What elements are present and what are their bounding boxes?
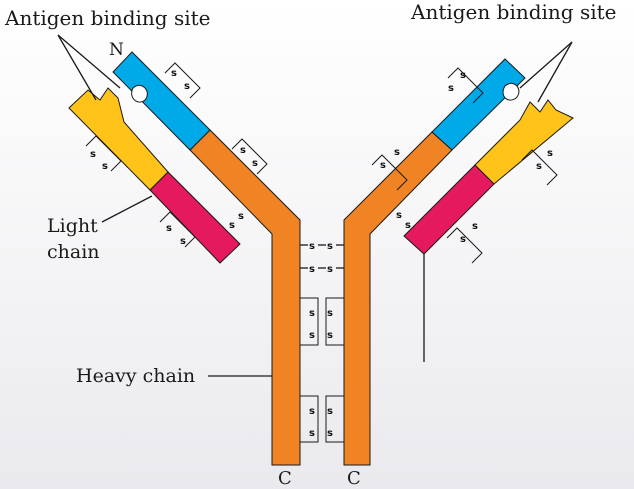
ss-right-heavy-constant-upper: s s: [371, 147, 408, 191]
svg-text:s: s: [327, 241, 333, 252]
svg-text:s: s: [252, 158, 258, 169]
ss-left-light-constant: s s: [159, 211, 196, 248]
ss-heavy-right-ch3: s s: [325, 395, 344, 443]
ss-left-interchain: s s: [229, 211, 244, 231]
svg-text:s: s: [238, 211, 244, 222]
label-antigen-binding-site-right: Antigen binding site: [410, 0, 617, 24]
right-arm: [343, 58, 574, 466]
svg-text:s: s: [394, 147, 400, 158]
label-heavy-chain: Heavy chain: [76, 365, 195, 387]
label-n-terminus: N: [109, 40, 124, 60]
svg-text:s: s: [240, 145, 246, 156]
svg-text:s: s: [184, 81, 190, 92]
ss-heavy-left-ch3: s s: [300, 395, 319, 443]
label-c-terminus-left: C: [278, 468, 292, 489]
svg-text:s: s: [405, 220, 411, 231]
left-heavy-constant: [189, 129, 301, 466]
svg-text:s: s: [327, 428, 333, 439]
svg-text:s: s: [309, 330, 315, 341]
svg-text:s: s: [460, 70, 466, 81]
ss-heavy-right-ch2: s s: [325, 297, 344, 346]
ss-right-light-constant: s s: [446, 221, 483, 264]
ss-left-heavy-constant-upper: s s: [231, 138, 268, 175]
right-heavy-constant: [343, 131, 453, 466]
svg-text:s: s: [102, 161, 108, 172]
svg-text:s: s: [448, 83, 454, 94]
right-binding-notch-heavy: [502, 82, 520, 101]
svg-text:s: s: [90, 149, 96, 160]
svg-text:s: s: [396, 210, 402, 221]
svg-text:s: s: [309, 308, 315, 319]
svg-text:s: s: [309, 428, 315, 439]
svg-text:s: s: [327, 264, 333, 275]
right-heavy-variable: [431, 58, 526, 151]
svg-text:s: s: [327, 406, 333, 417]
svg-text:s: s: [166, 223, 172, 234]
svg-text:s: s: [309, 406, 315, 417]
svg-text:s: s: [229, 220, 235, 231]
ss-left-heavy-variable: s s: [164, 62, 201, 99]
ss-hinge-2: s s: [300, 264, 344, 275]
disulfide-bonds: s s s s s s s s s s s s: [85, 62, 558, 443]
left-heavy-variable: [112, 51, 211, 151]
ss-hinge-1: s s: [300, 241, 344, 252]
svg-text:s: s: [327, 330, 333, 341]
svg-text:s: s: [309, 264, 315, 275]
svg-text:s: s: [171, 68, 177, 79]
svg-text:s: s: [309, 241, 315, 252]
svg-text:s: s: [180, 236, 186, 247]
ss-right-interchain: s s: [396, 210, 411, 231]
label-antigen-binding-site-left: Antigen binding site: [4, 6, 211, 30]
left-arm: [68, 51, 301, 466]
ss-left-light-variable: s s: [85, 135, 122, 172]
svg-text:s: s: [460, 234, 466, 245]
label-light-chain-line2: chain: [47, 241, 100, 263]
label-c-terminus-right: C: [347, 468, 361, 489]
ss-right-light-variable: s s: [521, 148, 558, 186]
svg-text:s: s: [327, 308, 333, 319]
right-light-variable: [474, 99, 574, 185]
svg-text:s: s: [472, 221, 478, 232]
label-light-chain-line1: Light: [47, 215, 98, 237]
svg-text:s: s: [380, 160, 386, 171]
ss-right-heavy-variable: s s: [447, 67, 484, 104]
leader-lines: [57, 34, 573, 377]
left-binding-notch-heavy: [131, 84, 148, 103]
ss-heavy-left-ch2: s s: [300, 297, 319, 346]
svg-text:s: s: [547, 148, 553, 159]
svg-text:s: s: [536, 161, 542, 172]
